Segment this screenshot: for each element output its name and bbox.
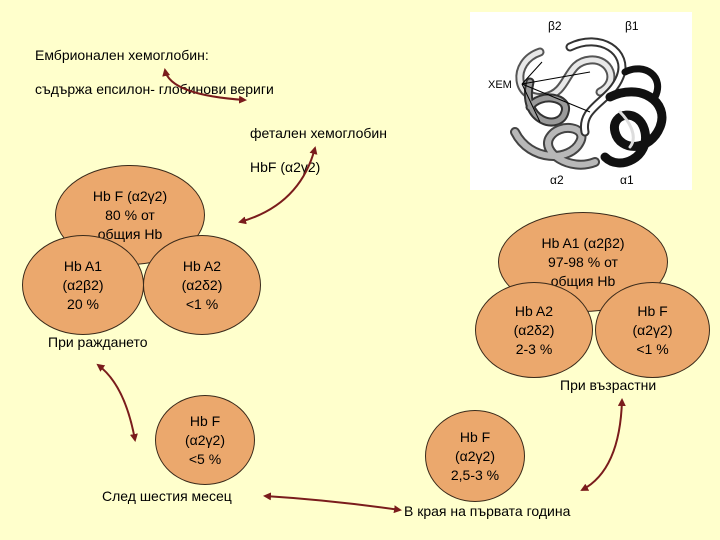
- beta1-label: β1: [625, 19, 639, 33]
- first-year-hbf-line2: (α2γ2): [455, 447, 495, 464]
- adult-hba1-line1: Hb A1 (α2β2): [541, 234, 625, 251]
- adult-hba2-line3: 2-3 %: [515, 340, 553, 357]
- hemoglobin-structure-figure: β2 β1 ХЕМ α2 α1: [470, 12, 692, 190]
- six-months-hbf-oval: Hb F (α2γ2) <5 %: [155, 395, 255, 485]
- six-months-label: След шестия месец: [102, 488, 232, 504]
- fetal-line1: фетален хемоглобин: [250, 125, 387, 141]
- birth-hba1-oval: Hb A1 (α2β2) 20 %: [22, 235, 144, 335]
- first-year-hbf-line3: 2,5-3 %: [450, 466, 500, 483]
- birth-hbf-line3: общия Hb: [97, 225, 163, 242]
- arrow-six-months-to-first-year: [263, 492, 402, 514]
- birth-hba1-line1: Hb A1: [63, 257, 103, 274]
- hemoglobin-structure-drawing: β2 β1 ХЕМ α2 α1: [488, 19, 667, 187]
- birth-hba1-line3: 20 %: [67, 295, 99, 312]
- six-months-hbf-line3: <5 %: [188, 450, 222, 467]
- first-year-hbf-oval: Hb F (α2γ2) 2,5-3 %: [425, 410, 525, 502]
- six-months-hbf-line1: Hb F: [189, 412, 221, 429]
- alpha1-label: α1: [620, 173, 634, 187]
- birth-hba2-line2: (α2δ2): [181, 276, 223, 293]
- embryonic-label: Ембрионален хемоглобин: съдържа епсилон-…: [35, 30, 274, 98]
- arrow-first-year-to-adult: [580, 398, 626, 491]
- arrow-fetal-to-birth: [238, 146, 318, 225]
- adult-hbf-line2: (α2γ2): [632, 321, 673, 338]
- birth-hbf-line1: Hb F (α2γ2): [92, 187, 168, 204]
- adult-hba2-line2: (α2δ2): [513, 321, 555, 338]
- heme-label: ХЕМ: [488, 79, 512, 91]
- embryonic-line1: Ембрионален хемоглобин:: [35, 47, 209, 63]
- birth-hba2-oval: Hb A2 (α2δ2) <1 %: [143, 235, 261, 335]
- six-months-hbf-line2: (α2γ2): [185, 431, 225, 448]
- adult-hbf-oval: Hb F (α2γ2) <1 %: [595, 282, 710, 378]
- birth-hba2-line3: <1 %: [185, 295, 219, 312]
- adult-hbf-line1: Hb F: [637, 302, 668, 319]
- birth-hbf-line2: 80 % от: [105, 206, 155, 223]
- first-year-hbf-line1: Hb F: [459, 428, 491, 445]
- adult-hba1-line3: общия Hb: [550, 272, 616, 289]
- adult-hba1-line2: 97-98 % от: [548, 253, 618, 270]
- arrow-birth-to-six-months: [96, 363, 138, 442]
- arrow-embryonic-to-fetal: [162, 68, 247, 104]
- birth-hba1-line2: (α2β2): [62, 276, 104, 293]
- adult-hba2-oval: Hb A2 (α2δ2) 2-3 %: [475, 282, 593, 378]
- beta2-label: β2: [548, 19, 562, 33]
- adult-hbf-line3: <1 %: [636, 340, 669, 357]
- adult-label: При възрастни: [560, 377, 657, 393]
- first-year-label: В края на първата година: [404, 503, 571, 519]
- birth-label: При раждането: [48, 334, 148, 350]
- alpha2-label: α2: [550, 173, 564, 187]
- birth-hba2-line1: Hb A2: [182, 257, 222, 274]
- adult-hba2-line1: Hb A2: [514, 302, 554, 319]
